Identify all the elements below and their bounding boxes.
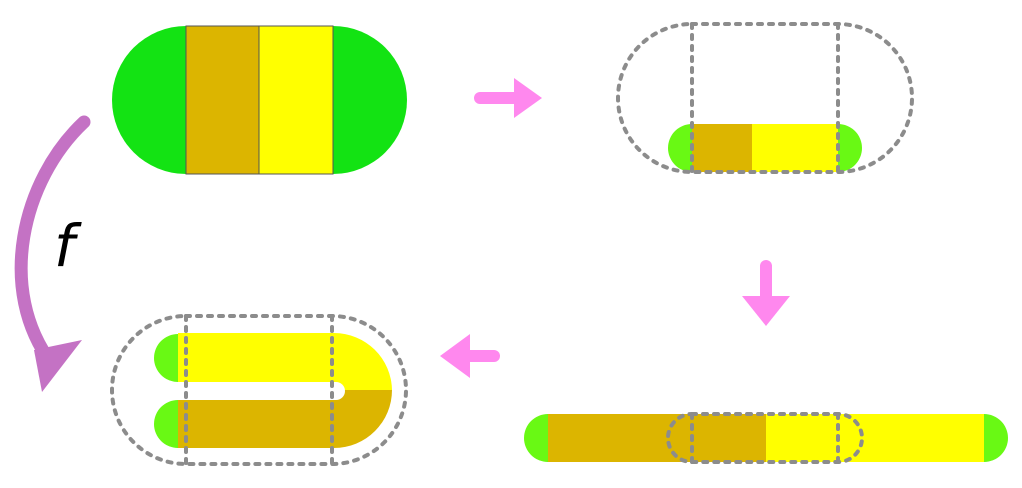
map-f-arrow: [14, 115, 91, 392]
horseshoe-dark-yellow-arm: [178, 390, 392, 448]
left-arrow: [440, 334, 500, 378]
compressed-strip: [616, 22, 914, 174]
original-right-cap: [333, 26, 407, 174]
stretched-right-cap: [984, 414, 1008, 462]
stretched-left-cap: [524, 414, 548, 462]
horseshoe-inner-notch: [178, 382, 345, 400]
compressed-right-cap: [838, 124, 862, 172]
compressed-yellow-band: [752, 124, 838, 172]
horseshoe-bottom-cap: [154, 400, 178, 448]
original-left-cap: [112, 26, 186, 174]
horseshoe-top-cap: [154, 334, 178, 382]
down-arrow: [742, 260, 790, 326]
stretched-yellow-band: [766, 414, 984, 462]
original-dark-yellow-band: [185, 25, 260, 175]
folded-horseshoe: [110, 314, 408, 466]
stretched-dark-yellow-band: [548, 414, 766, 462]
compressed-dark-yellow-band: [692, 124, 752, 172]
compressed-left-cap: [668, 124, 692, 172]
stretched-strip: [524, 412, 1008, 464]
map-f-label: f: [54, 212, 82, 280]
right-arrow: [474, 78, 542, 118]
original-yellow-band: [258, 25, 334, 175]
original-stadium: [112, 25, 407, 175]
horseshoe-yellow-arm: [178, 333, 392, 390]
